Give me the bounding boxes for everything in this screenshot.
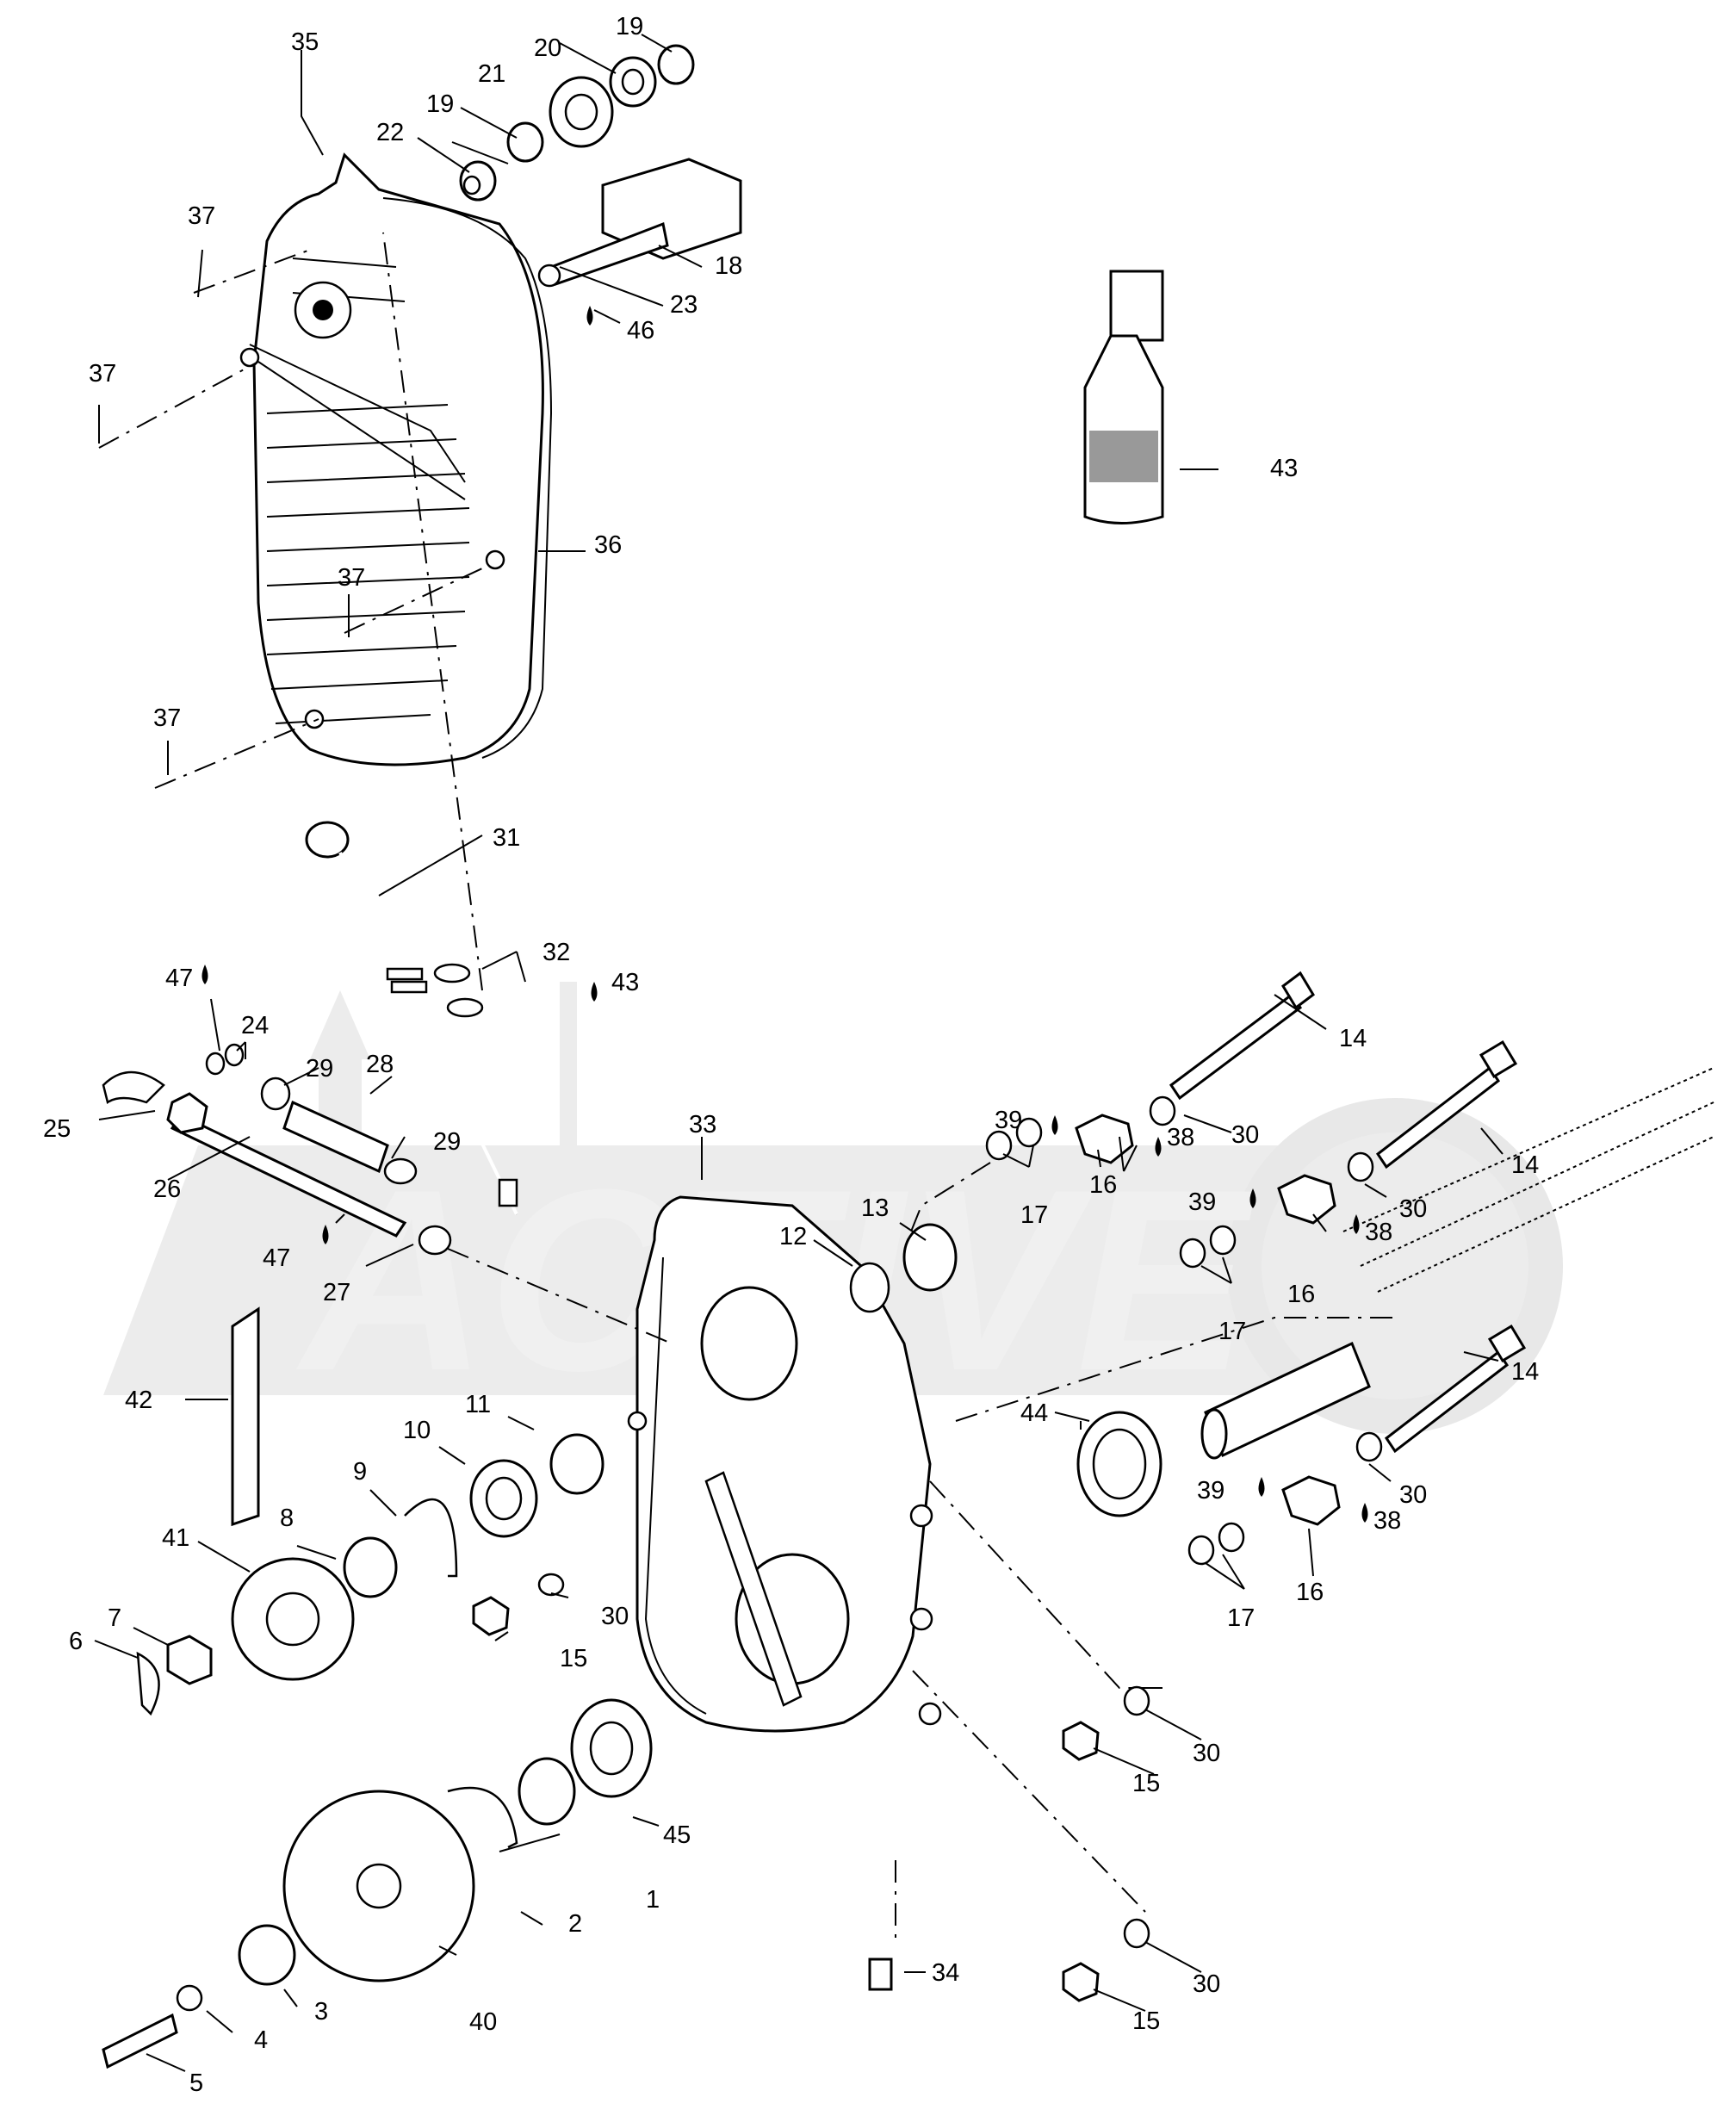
callout-24: 24 bbox=[241, 1012, 269, 1039]
callout-37b: 37 bbox=[89, 360, 116, 388]
spacer-13 bbox=[902, 1223, 958, 1292]
callout-31: 31 bbox=[493, 824, 520, 852]
callout-23: 23 bbox=[670, 291, 698, 319]
callout-36: 36 bbox=[594, 531, 622, 559]
callout-43a: 43 bbox=[1270, 455, 1298, 482]
callout-30e: 30 bbox=[1193, 1740, 1220, 1767]
lower-sprocket-assembly bbox=[102, 1698, 653, 2069]
callout-20: 20 bbox=[534, 34, 561, 62]
callout-34: 34 bbox=[932, 1959, 959, 1987]
callout-40: 40 bbox=[469, 2008, 497, 2036]
callout-30c: 30 bbox=[1399, 1481, 1427, 1509]
callout-47a: 47 bbox=[165, 965, 193, 992]
callout-37d: 37 bbox=[153, 704, 181, 732]
callout-28: 28 bbox=[366, 1051, 394, 1078]
callout-30d: 30 bbox=[601, 1603, 629, 1630]
callout-27: 27 bbox=[323, 1279, 350, 1306]
o-ring-lower bbox=[446, 997, 484, 1018]
o-ring-12 bbox=[849, 1262, 890, 1313]
callout-41: 41 bbox=[162, 1524, 189, 1552]
callout-6: 6 bbox=[69, 1628, 83, 1655]
callout-42: 42 bbox=[125, 1387, 152, 1414]
callout-15c: 15 bbox=[1132, 2007, 1160, 2035]
callout-16b: 16 bbox=[1287, 1281, 1315, 1308]
cover-logo bbox=[294, 281, 352, 339]
callout-46: 46 bbox=[627, 317, 654, 344]
callout-29a: 29 bbox=[306, 1055, 333, 1083]
callout-19a: 19 bbox=[616, 13, 643, 40]
drain-plug bbox=[868, 1958, 893, 1991]
callout-17b: 17 bbox=[1218, 1318, 1246, 1345]
callout-12: 12 bbox=[779, 1223, 807, 1250]
callout-16c: 16 bbox=[1296, 1579, 1324, 1606]
callout-30f: 30 bbox=[1193, 1970, 1220, 1998]
callout-38b: 38 bbox=[1365, 1219, 1392, 1246]
oil-drops bbox=[202, 306, 1368, 1523]
drive-shaft bbox=[1200, 1067, 1714, 1460]
leader-lines bbox=[94, 34, 1504, 2072]
callout-32: 32 bbox=[542, 939, 570, 966]
callout-4: 4 bbox=[254, 2026, 268, 2054]
callout-45: 45 bbox=[663, 1821, 691, 1849]
callout-39a: 39 bbox=[995, 1107, 1022, 1134]
callout-22: 22 bbox=[376, 119, 404, 146]
upper-sprocket-assembly bbox=[136, 1433, 604, 1716]
callout-14a: 14 bbox=[1339, 1025, 1367, 1052]
callout-39c: 39 bbox=[1197, 1477, 1224, 1505]
chain bbox=[231, 1306, 260, 1527]
callout-17a: 17 bbox=[1020, 1201, 1048, 1229]
callout-33: 33 bbox=[689, 1111, 716, 1139]
callout-25: 25 bbox=[43, 1115, 71, 1143]
callout-43b: 43 bbox=[611, 969, 639, 996]
o-ring-upper bbox=[433, 963, 471, 983]
callout-35: 35 bbox=[291, 28, 319, 56]
chaincase bbox=[627, 1195, 942, 1733]
chaincase-cover bbox=[239, 152, 553, 766]
callout-labels: 1 2 3 4 5 6 7 8 9 10 11 12 13 14 14 14 1… bbox=[43, 13, 1539, 2097]
callout-1: 1 bbox=[646, 1886, 660, 1914]
dipstick bbox=[305, 821, 518, 1215]
nuts-15-lower bbox=[1062, 1685, 1150, 2002]
callout-44: 44 bbox=[1020, 1399, 1048, 1427]
callout-19b: 19 bbox=[426, 90, 454, 118]
callout-21: 21 bbox=[478, 60, 505, 88]
callout-30b: 30 bbox=[1399, 1195, 1427, 1223]
callout-26: 26 bbox=[153, 1176, 181, 1203]
callout-8: 8 bbox=[280, 1505, 294, 1532]
callout-17c: 17 bbox=[1227, 1604, 1255, 1632]
callout-37a: 37 bbox=[188, 202, 215, 230]
oil-bottle bbox=[1083, 270, 1164, 524]
callout-38a: 38 bbox=[1167, 1124, 1194, 1151]
bolts-14 bbox=[1169, 971, 1527, 1454]
callout-38c: 38 bbox=[1373, 1507, 1401, 1535]
callout-39b: 39 bbox=[1188, 1188, 1216, 1216]
callout-2: 2 bbox=[568, 1910, 582, 1938]
callout-3: 3 bbox=[314, 1998, 328, 2026]
callout-29b: 29 bbox=[433, 1128, 461, 1156]
callout-18: 18 bbox=[715, 252, 742, 280]
tensioner-left bbox=[102, 1043, 452, 1256]
callout-13: 13 bbox=[861, 1194, 889, 1222]
callout-15a: 15 bbox=[560, 1645, 587, 1672]
nuts-washers-right bbox=[985, 1095, 1383, 1566]
callout-16a: 16 bbox=[1089, 1171, 1117, 1199]
callout-5: 5 bbox=[189, 2069, 203, 2097]
callout-10: 10 bbox=[403, 1417, 431, 1444]
callout-37c: 37 bbox=[338, 564, 365, 592]
callout-14b: 14 bbox=[1511, 1151, 1539, 1179]
callout-30a: 30 bbox=[1231, 1121, 1259, 1149]
callout-7: 7 bbox=[108, 1604, 121, 1632]
callout-15b: 15 bbox=[1132, 1770, 1160, 1797]
callout-14c: 14 bbox=[1511, 1358, 1539, 1386]
callout-11: 11 bbox=[465, 1391, 491, 1418]
callout-9: 9 bbox=[353, 1458, 367, 1486]
alignment-lines bbox=[98, 232, 1395, 1946]
callout-47b: 47 bbox=[263, 1244, 290, 1272]
